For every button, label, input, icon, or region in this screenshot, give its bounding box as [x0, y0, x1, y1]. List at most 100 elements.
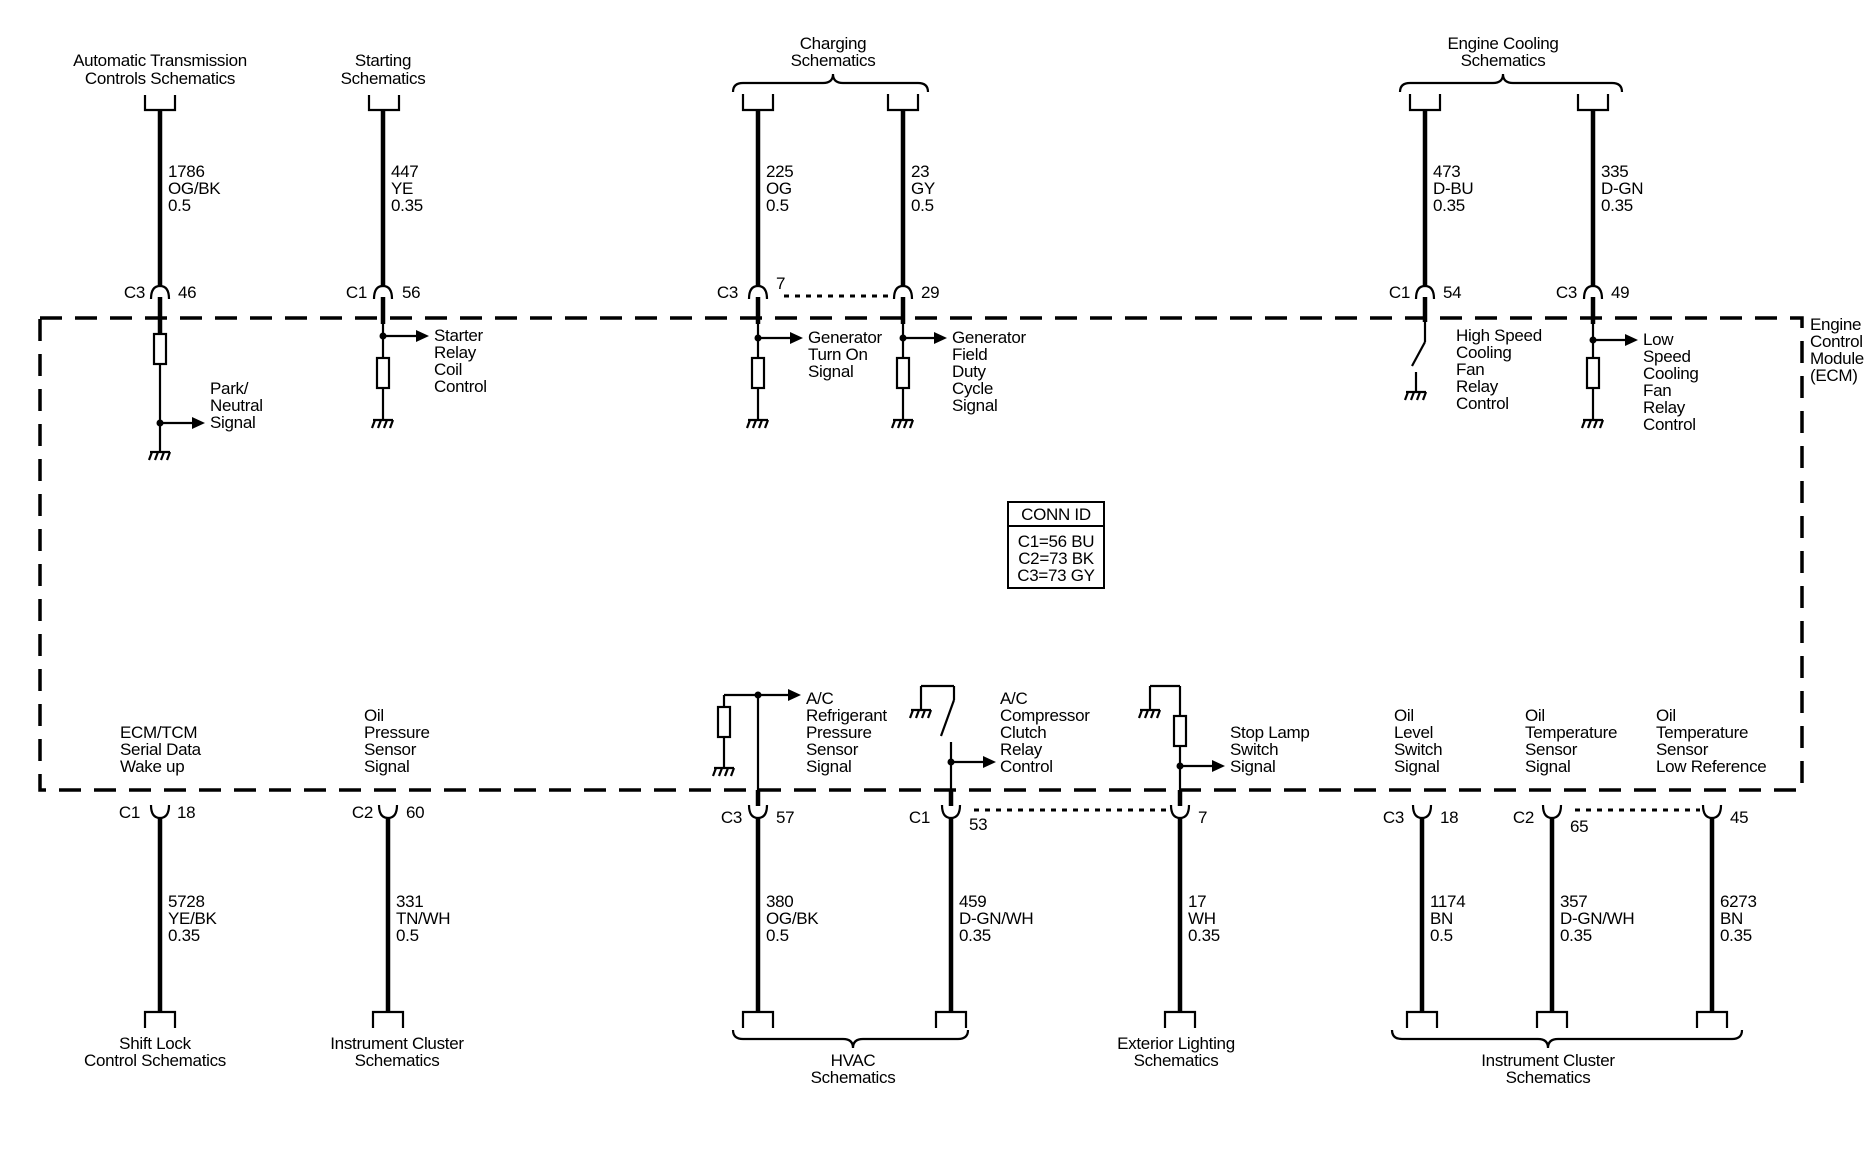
- signal-label-line: Switch: [1394, 740, 1442, 759]
- group-label-line: Schematics: [1506, 1068, 1591, 1087]
- group-label-line: Controls Schematics: [85, 69, 235, 88]
- pin-number: 18: [177, 803, 195, 822]
- signal-label-line: Fan: [1643, 381, 1671, 400]
- wire-circuit-number: 23: [911, 162, 929, 181]
- ecm-label-line: Engine: [1810, 315, 1861, 334]
- signal-label-line: Neutral: [210, 396, 263, 415]
- wire-gauge: 0.5: [1430, 926, 1453, 945]
- wire-color: GY: [911, 179, 935, 198]
- wire-gauge: 0.35: [391, 196, 423, 215]
- group-label-line: Schematics: [811, 1068, 896, 1087]
- signal-label-line: Sensor: [1656, 740, 1709, 759]
- wire-gauge: 0.5: [766, 926, 789, 945]
- group-label-line: Schematics: [355, 1051, 440, 1070]
- signal-label-line: Signal: [1230, 757, 1275, 776]
- wire-gauge: 0.35: [1433, 196, 1465, 215]
- signal-label-line: Temperature: [1525, 723, 1617, 742]
- signal-label-line: Control: [434, 377, 487, 396]
- wire-circuit-number: 5728: [168, 892, 205, 911]
- pin-number: 29: [921, 283, 939, 302]
- wire-circuit-number: 1174: [1430, 892, 1465, 911]
- signal-label-line: Temperature: [1656, 723, 1748, 742]
- signal-label-line: A/C: [1000, 689, 1027, 708]
- signal-label-line: Cycle: [952, 379, 993, 398]
- wire-color: OG/BK: [766, 909, 819, 928]
- top-circuit-1786: 1786 OG/BK 0.5 C3 46 Park/ Neutral Signa…: [124, 110, 263, 461]
- ecm-module-label: Engine Control Module (ECM): [1810, 315, 1864, 385]
- wire-gauge: 0.5: [168, 196, 191, 215]
- pin-number: 60: [406, 803, 424, 822]
- wire-color: OG: [766, 179, 792, 198]
- wire-circuit-number: 473: [1433, 162, 1460, 181]
- signal-label-line: Compressor: [1000, 706, 1090, 725]
- wire-gauge: 0.5: [396, 926, 419, 945]
- bottom-circuit-357: Oil Temperature Sensor Signal C2 65 357 …: [1513, 706, 1635, 1012]
- ecm-label-line: Module: [1810, 349, 1864, 368]
- wire-gauge: 0.35: [959, 926, 991, 945]
- wire-color: YE/BK: [168, 909, 218, 928]
- conn-id-row: C3=73 GY: [1017, 566, 1094, 585]
- wire-circuit-number: 225: [766, 162, 793, 181]
- wire-gauge: 0.5: [766, 196, 789, 215]
- signal-label-line: A/C: [806, 689, 833, 708]
- signal-label-line: Wake up: [120, 757, 184, 776]
- group-label-line: HVAC: [831, 1051, 876, 1070]
- group-label-line: Automatic Transmission: [73, 51, 247, 70]
- ecm-label-line: (ECM): [1810, 366, 1858, 385]
- connector-id: C3: [717, 283, 738, 302]
- pin-number: 18: [1440, 808, 1458, 827]
- signal-label-line: Low Reference: [1656, 757, 1766, 776]
- signal-label-line: Signal: [952, 396, 997, 415]
- signal-label-line: Field: [952, 345, 987, 364]
- top-group-starting: Starting Schematics: [341, 51, 426, 112]
- signal-label-line: ECM/TCM: [120, 723, 197, 742]
- wire-color: D-GN/WH: [959, 909, 1033, 928]
- ecm-label-line: Control: [1810, 332, 1863, 351]
- pin-number: 65: [1570, 817, 1588, 836]
- wire-gauge: 0.35: [1560, 926, 1592, 945]
- wire-color: D-GN/WH: [1560, 909, 1634, 928]
- signal-label-line: Oil: [1525, 706, 1545, 725]
- wire-color: TN/WH: [396, 909, 450, 928]
- wire-color: D-BU: [1433, 179, 1473, 198]
- signal-label-line: Relay: [1643, 398, 1686, 417]
- signal-label-line: Switch: [1230, 740, 1278, 759]
- wire-circuit-number: 17: [1188, 892, 1206, 911]
- signal-label-line: Coil: [434, 360, 462, 379]
- signal-label-line: Level: [1394, 723, 1433, 742]
- group-label-line: Starting: [355, 51, 411, 70]
- pin-number: 57: [776, 808, 794, 827]
- conn-id-row: C2=73 BK: [1018, 549, 1095, 568]
- conn-id-title: CONN ID: [1021, 505, 1091, 524]
- signal-label-line: Relay: [1456, 377, 1499, 396]
- bottom-group-exterior-lighting: Exterior Lighting Schematics: [1117, 1010, 1235, 1070]
- signal-label-line: Stop Lamp: [1230, 723, 1310, 742]
- top-circuit-23: 23 GY 0.5 29 Generator Field Duty Cycle …: [890, 110, 1027, 429]
- bottom-group-instrument-cluster-1: Instrument Cluster Schematics: [330, 1010, 465, 1070]
- group-label-line: Control Schematics: [84, 1051, 226, 1070]
- group-label-line: Instrument Cluster: [330, 1034, 464, 1053]
- group-label-line: Schematics: [1461, 51, 1546, 70]
- wire-color: BN: [1720, 909, 1743, 928]
- wire-circuit-number: 1786: [168, 162, 205, 181]
- connector-id: C1: [119, 803, 140, 822]
- signal-label-line: Sensor: [806, 740, 859, 759]
- connector-id: C2: [352, 803, 373, 822]
- top-circuit-447: 447 YE 0.35 C1 56 Starter Relay Coil Con…: [346, 110, 487, 429]
- signal-label-line: Pressure: [806, 723, 872, 742]
- wire-gauge: 0.35: [1601, 196, 1633, 215]
- signal-label-line: Signal: [1394, 757, 1439, 776]
- conn-id-row: C1=56 BU: [1018, 532, 1095, 551]
- signal-label-line: Starter: [434, 326, 484, 345]
- group-label-line: Instrument Cluster: [1481, 1051, 1615, 1070]
- wire-circuit-number: 459: [959, 892, 986, 911]
- signal-label-line: Signal: [1525, 757, 1570, 776]
- signal-label-line: Oil: [1394, 706, 1414, 725]
- group-label-line: Shift Lock: [119, 1034, 191, 1053]
- signal-label-line: Sensor: [1525, 740, 1578, 759]
- wire-gauge: 0.35: [1720, 926, 1752, 945]
- bottom-group-hvac: HVAC Schematics: [731, 1010, 970, 1087]
- top-group-engine-cooling: Engine Cooling Schematics: [1398, 34, 1624, 112]
- signal-label-line: Speed: [1643, 347, 1691, 366]
